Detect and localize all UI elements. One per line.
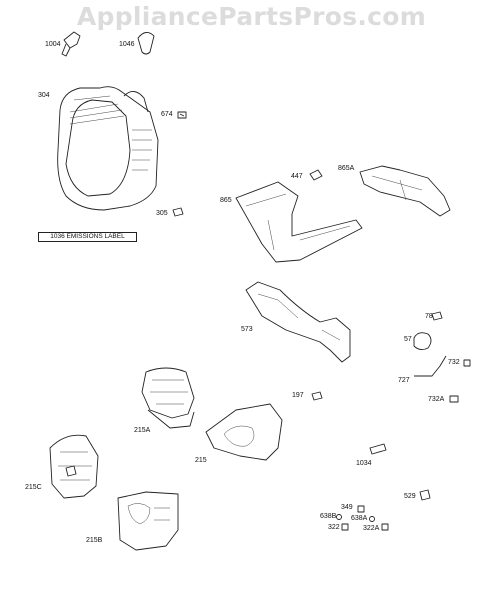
part-215C-shield — [49, 434, 99, 499]
part-638B-nut — [336, 514, 342, 520]
part-349-screw — [357, 505, 365, 513]
part-78-screw — [431, 311, 443, 321]
part-1004-handle — [61, 31, 81, 57]
part-322A-screw — [381, 523, 389, 531]
part-322-screw — [341, 523, 349, 531]
emissions-label-box: 1036 EMISSIONS LABEL — [38, 232, 137, 242]
part-215-shield — [205, 403, 283, 461]
part-674-screw — [177, 111, 187, 119]
callout-732: 732 — [448, 359, 460, 366]
callout-573: 573 — [241, 326, 253, 333]
part-573-shroud — [245, 281, 351, 363]
callout-349: 349 — [341, 504, 353, 511]
part-638A-nut — [369, 516, 375, 522]
part-57-bracket — [413, 332, 432, 351]
callout-78: 78 — [425, 313, 433, 320]
callout-215A: 215A — [134, 427, 151, 434]
callout-638B: 638B — [320, 513, 337, 520]
watermark: AppliancePartsPros.com — [76, 2, 427, 31]
part-305-screw — [172, 207, 184, 217]
callout-1046: 1046 — [119, 41, 135, 48]
callout-215B: 215B — [86, 537, 103, 544]
callout-865A: 865A — [338, 165, 355, 172]
part-447-screw — [309, 169, 323, 181]
callout-1034: 1034 — [356, 460, 372, 467]
part-865-baffle — [235, 181, 363, 263]
callout-215C: 215C — [25, 484, 42, 491]
callout-322A: 322A — [363, 525, 380, 532]
part-732-clip — [463, 359, 471, 367]
part-865A-baffle — [359, 165, 451, 217]
part-304-blower-housing — [57, 86, 159, 211]
callout-1004: 1004 — [45, 41, 61, 48]
callout-727: 727 — [398, 377, 410, 384]
callout-57: 57 — [404, 336, 412, 343]
callout-674: 674 — [161, 111, 173, 118]
callout-215: 215 — [195, 457, 207, 464]
part-215A-shield — [141, 367, 195, 429]
callout-638A: 638A — [351, 515, 368, 522]
callout-304: 304 — [38, 92, 50, 99]
callout-865: 865 — [220, 197, 232, 204]
callout-732A: 732A — [428, 396, 445, 403]
part-1046-grip — [137, 32, 155, 55]
callout-322: 322 — [328, 524, 340, 531]
part-1034-screw — [369, 443, 387, 455]
part-215B-shield — [117, 491, 179, 551]
callout-305: 305 — [156, 210, 168, 217]
callout-197: 197 — [292, 392, 304, 399]
part-732A-screw — [449, 395, 459, 403]
part-727-link — [414, 355, 447, 377]
part-197-screw — [311, 391, 323, 401]
callout-529: 529 — [404, 493, 416, 500]
part-529-screw — [419, 489, 431, 501]
callout-447: 447 — [291, 173, 303, 180]
